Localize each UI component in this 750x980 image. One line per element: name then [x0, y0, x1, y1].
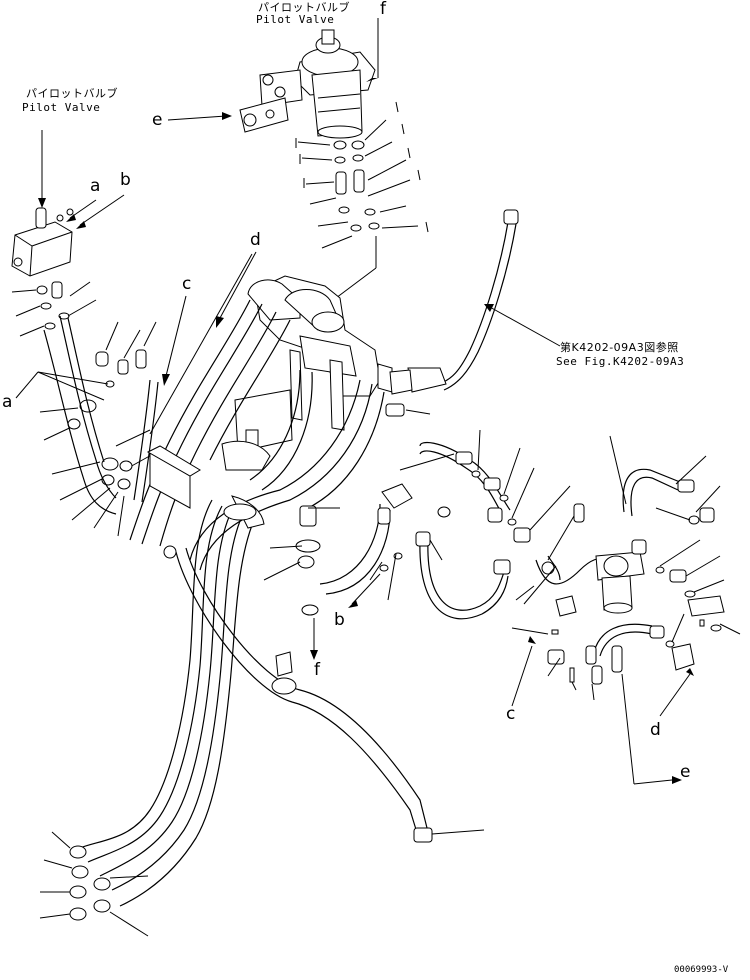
pilot-valve-top — [239, 29, 376, 139]
ref-label-jp: 第K4202-09A3図参照 — [560, 341, 679, 354]
pilot-valve-left-label-en: Pilot Valve — [22, 101, 101, 114]
center-hose-end — [413, 827, 485, 843]
top-fittings — [333, 140, 380, 232]
right-hoses — [319, 441, 681, 657]
tick-marks-top — [295, 101, 429, 233]
left-cluster-leaders — [39, 407, 165, 537]
left-cluster-parts — [43, 315, 201, 515]
leader-e-bottom — [621, 673, 635, 785]
callout-e-bottom: e — [680, 762, 691, 782]
pilot-valve-top-label-jp: パイロットバルブ — [258, 1, 350, 14]
right-fittings — [295, 451, 725, 685]
bottom-left-leaders — [39, 831, 149, 937]
ref-hose — [385, 209, 519, 417]
lower-hoses — [79, 499, 429, 907]
callout-f-mid: f — [314, 660, 320, 680]
leader-c-top — [165, 295, 187, 377]
ref-label-en: See Fig.K4202-09A3 — [556, 355, 685, 368]
callout-d-top: d — [250, 230, 261, 250]
callout-b-top: b — [120, 170, 131, 190]
right-leaders — [263, 429, 741, 701]
callout-f-top: f — [380, 0, 386, 19]
top-leaders — [297, 119, 419, 249]
control-stand-frame — [221, 275, 393, 471]
callout-b-mid: b — [334, 610, 345, 630]
callout-c-bottom: c — [506, 704, 516, 724]
pilot-valve-left-label-jp: パイロットバルブ — [26, 87, 118, 100]
left-fittings — [36, 281, 147, 388]
left-leaders — [11, 281, 157, 359]
callout-a-top: a — [90, 176, 101, 196]
callout-d-bottom: d — [650, 720, 661, 740]
hose-clamp — [163, 495, 297, 695]
callout-e-top: e — [152, 110, 163, 130]
pilot-valve-top-label-en: Pilot Valve — [256, 13, 335, 26]
leader-d-bottom — [659, 673, 691, 717]
bottom-left-fittings — [69, 845, 111, 921]
drawing-code: 00069993-V — [674, 965, 729, 975]
callout-a-left: a — [2, 392, 13, 412]
leader-d-top — [219, 251, 257, 319]
callout-c-top: c — [182, 274, 192, 294]
leader-ref — [487, 305, 561, 347]
leader-c-bottom — [511, 645, 533, 707]
pilot-valve-left — [11, 207, 74, 277]
middle-hoses — [129, 299, 385, 571]
